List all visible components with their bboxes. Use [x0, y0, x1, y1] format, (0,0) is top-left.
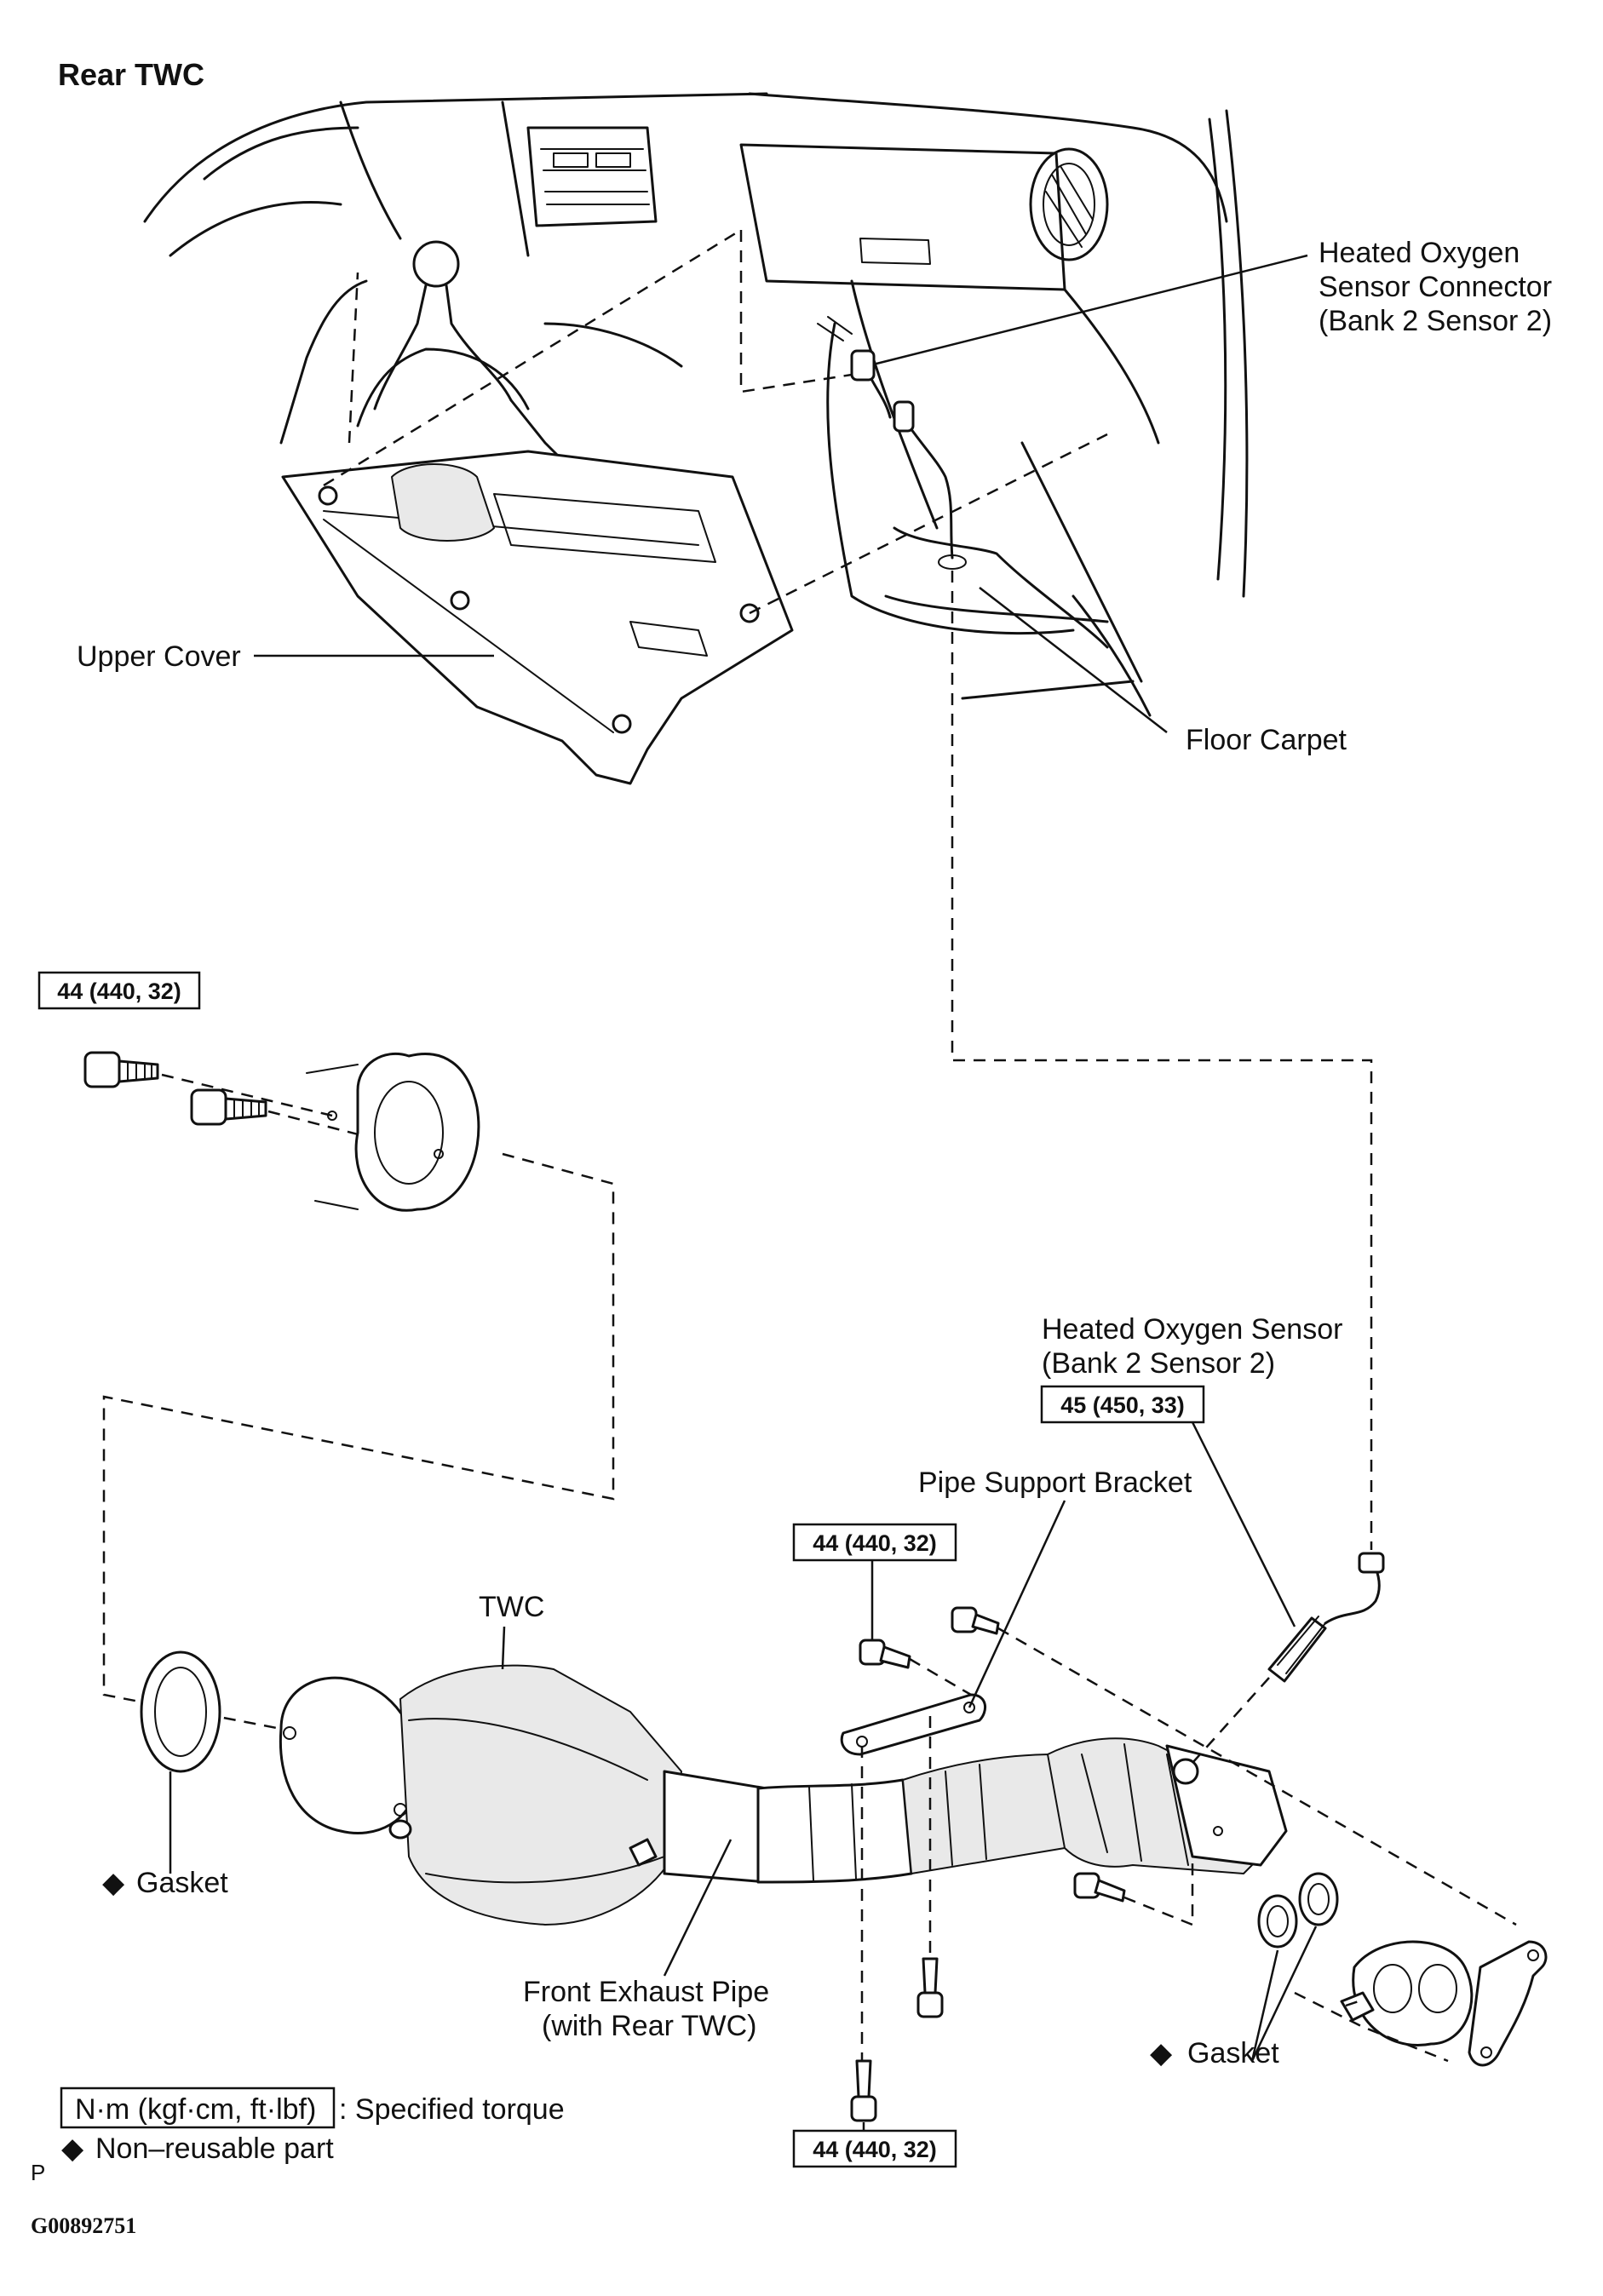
bolt-upper-left-1	[83, 1051, 159, 1088]
label-gasket-left: Gasket	[136, 1867, 228, 1899]
legend-torque-box	[60, 2086, 336, 2129]
torque-box-upper-left	[37, 971, 201, 1010]
label-gasket-right: Gasket	[1187, 2037, 1279, 2069]
bolt-upper-left-2	[190, 1088, 267, 1126]
label-ho2s-connector-line2: Sensor Connector	[1319, 271, 1552, 303]
label-front-exhaust-pipe-line1: Front Exhaust Pipe	[523, 1976, 769, 2008]
front-exhaust-pipe-with-twc	[279, 1664, 1288, 1926]
label-ho2s-line2: (Bank 2 Sensor 2)	[1042, 1347, 1275, 1380]
label-pipe-support-bracket: Pipe Support Bracket	[918, 1467, 1192, 1499]
torque-bottom: 44 (440, 32)	[813, 2137, 937, 2162]
label-front-exhaust-pipe-line2: (with Rear TWC)	[542, 2010, 757, 2042]
gasket-right-nonreusable-symbol: ◆	[1150, 2037, 1173, 2069]
label-floor-carpet: Floor Carpet	[1186, 724, 1347, 756]
heated-oxygen-sensor-part	[1267, 1552, 1385, 1683]
rear-nut	[1340, 1991, 1375, 2022]
rear-pipe-clamp	[1468, 1940, 1548, 2067]
torque-upper-left: 44 (440, 32)	[57, 979, 181, 1004]
bolt-bracket-right	[951, 1606, 1000, 1635]
label-ho2s-connector-line1: Heated Oxygen	[1319, 237, 1520, 269]
upper-cover-part	[281, 450, 794, 785]
bolt-bottom-lower	[850, 2059, 877, 2122]
rear-pipe-flange	[306, 1052, 480, 1212]
legend-torque-text: : Specified torque	[339, 2093, 565, 2126]
figure-code: G00892751	[31, 2213, 136, 2238]
gasket-left-nonreusable-symbol: ◆	[102, 1867, 125, 1899]
torque-box-sensor	[1040, 1385, 1205, 1424]
label-ho2s-connector-line3: (Bank 2 Sensor 2)	[1319, 305, 1552, 337]
torque-bracket-top: 44 (440, 32)	[813, 1530, 937, 1556]
pipe-support-bracket-part	[840, 1693, 987, 1756]
rear-pipe-gasket-plate	[1352, 1940, 1474, 2046]
label-twc: TWC	[479, 1591, 544, 1623]
marker-p: P	[31, 2160, 45, 2185]
torque-sensor: 45 (450, 33)	[1060, 1392, 1185, 1418]
gasket-left-part	[140, 1650, 221, 1773]
gasket-right-parts	[1257, 1872, 1339, 1949]
legend-torque-unit: N·m (kgf·cm, ft·lbf)	[75, 2093, 316, 2126]
torque-box-bottom	[792, 2129, 957, 2168]
vehicle-interior-drawing	[143, 92, 1249, 717]
legend-nonreusable-text: Non–reusable part	[95, 2132, 334, 2165]
label-ho2s-line1: Heated Oxygen Sensor	[1042, 1313, 1342, 1346]
legend-nonreusable-symbol: ◆	[61, 2132, 84, 2165]
diagram-title: Rear TWC	[58, 57, 204, 92]
bolt-bottom-vertical	[916, 1957, 944, 2018]
bolt-bracket-top	[859, 1639, 911, 1669]
torque-box-bracket-top	[792, 1523, 957, 1562]
bolt-rear-flange-lower	[1073, 1872, 1126, 1903]
label-upper-cover: Upper Cover	[77, 640, 241, 673]
